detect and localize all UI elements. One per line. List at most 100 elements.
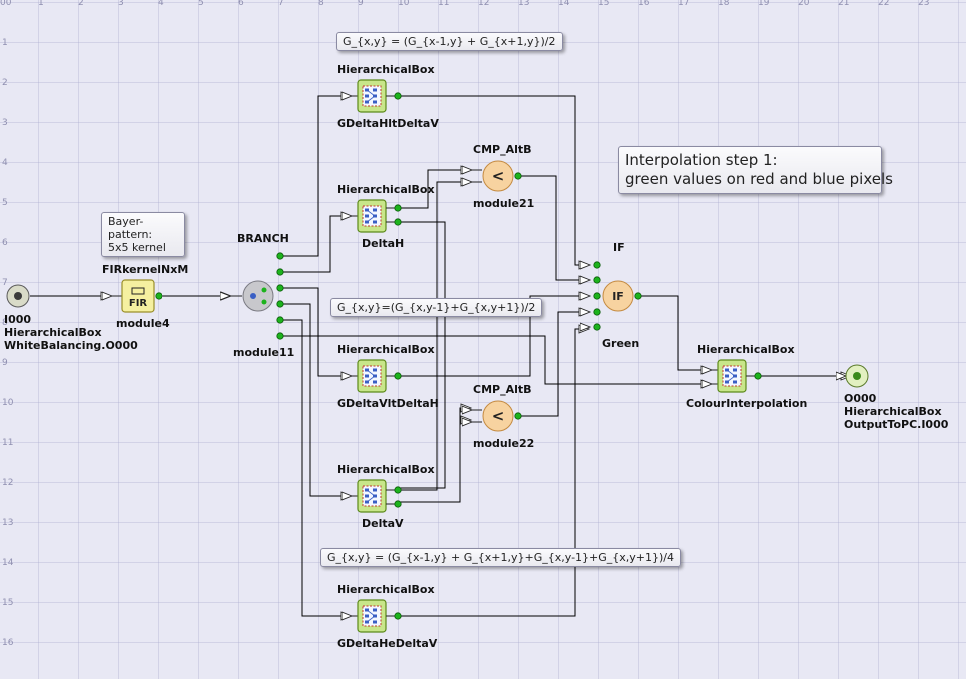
column-ruler-label: 18 bbox=[718, 0, 730, 8]
input-port-arrow bbox=[341, 371, 354, 381]
output-label: O000 HierarchicalBox OutputToPC.I000 bbox=[844, 392, 948, 431]
compare-symbol: < bbox=[492, 167, 505, 185]
bayer-note[interactable]: Bayer-pattern: 5x5 kernel bbox=[101, 212, 185, 257]
node-graphic: IF bbox=[579, 260, 642, 332]
fir-box-body bbox=[121, 279, 155, 313]
h3-name-label: GDeltaVltDeltaH bbox=[337, 397, 439, 410]
port bbox=[394, 612, 402, 620]
compare-symbol: < bbox=[492, 407, 505, 425]
input-port-arrow bbox=[701, 379, 714, 389]
row-ruler-label: 6 bbox=[2, 238, 8, 248]
formula-note-vertical[interactable]: G_{x,y}=(G_{x,y-1}+G_{x,y+1})/2 bbox=[330, 298, 543, 317]
title-note[interactable]: Interpolation step 1: green values on re… bbox=[618, 146, 893, 194]
compare-module21[interactable]: < bbox=[461, 158, 522, 194]
branch-body bbox=[242, 280, 274, 312]
column-ruler-label: 15 bbox=[598, 0, 610, 8]
column-ruler-label: 2 bbox=[78, 0, 84, 8]
row-ruler-label: 1 bbox=[2, 38, 8, 48]
column-ruler-label: 00 bbox=[0, 0, 12, 8]
fir-icon-text: FIR bbox=[129, 298, 148, 309]
compare-body bbox=[482, 160, 514, 192]
ci-type-label: HierarchicalBox bbox=[697, 343, 795, 356]
port bbox=[394, 500, 402, 508]
port bbox=[514, 412, 522, 420]
bayer-note-line1: Bayer-pattern: bbox=[108, 215, 153, 241]
node-graphic bbox=[701, 359, 762, 393]
node-graphic bbox=[341, 79, 402, 113]
input-terminal[interactable] bbox=[3, 281, 33, 311]
fir-module[interactable]: FIR bbox=[101, 278, 163, 314]
column-ruler-label: 8 bbox=[318, 0, 324, 8]
port bbox=[394, 372, 402, 380]
h4-type-label: HierarchicalBox bbox=[337, 463, 435, 476]
output-terminal[interactable] bbox=[835, 361, 870, 391]
row-ruler-label: 7 bbox=[2, 278, 8, 288]
column-ruler-label: 9 bbox=[358, 0, 364, 8]
input-port-arrow bbox=[579, 291, 592, 301]
node-graphic: FIR bbox=[101, 279, 163, 313]
hierarchical-box-gdeltahedeltav[interactable] bbox=[341, 598, 402, 634]
input-port-arrow bbox=[341, 611, 354, 621]
node-graphic bbox=[835, 364, 869, 388]
column-ruler-label: 11 bbox=[438, 0, 450, 8]
ci-name-label: ColourInterpolation bbox=[686, 397, 808, 410]
port bbox=[634, 292, 642, 300]
branch-module[interactable] bbox=[219, 250, 284, 350]
input-id: I000 bbox=[4, 313, 32, 326]
formula-note-average[interactable]: G_{x,y} = (G_{x-1,y} + G_{x+1,y}+G_{x,y-… bbox=[320, 548, 681, 567]
hierarchical-box-gdeltavltdeltah[interactable] bbox=[341, 358, 402, 394]
port bbox=[276, 316, 284, 324]
compare-module22[interactable]: < bbox=[461, 398, 522, 434]
row-ruler-label: 4 bbox=[2, 158, 8, 168]
h2-type-label: HierarchicalBox bbox=[337, 183, 435, 196]
input-port-arrow bbox=[461, 405, 474, 415]
output-type: HierarchicalBox bbox=[844, 405, 942, 418]
column-ruler-label: 23 bbox=[918, 0, 930, 8]
row-ruler-label: 5 bbox=[2, 198, 8, 208]
row-ruler-label: 2 bbox=[2, 78, 8, 88]
port bbox=[593, 308, 601, 316]
formula-note-horizontal[interactable]: G_{x,y} = (G_{x-1,y} + G_{x+1,y})/2 bbox=[336, 32, 563, 51]
input-name: WhiteBalancing.O000 bbox=[4, 339, 138, 352]
hierarchical-box-deltav[interactable] bbox=[341, 478, 402, 514]
hierarchical-box-gdeltahltdeltav[interactable] bbox=[341, 78, 402, 114]
title-note-line2: green values on red and blue pixels bbox=[625, 170, 893, 188]
input-port-arrow bbox=[701, 365, 714, 375]
h3-type-label: HierarchicalBox bbox=[337, 343, 435, 356]
input-port-arrow bbox=[579, 322, 592, 332]
column-ruler-label: 3 bbox=[118, 0, 124, 8]
wire bbox=[280, 215, 342, 273]
column-ruler-label: 22 bbox=[878, 0, 890, 8]
row-ruler-label: 9 bbox=[2, 358, 8, 368]
node-graphic bbox=[341, 199, 402, 233]
hierarchical-box-colourinterpolation[interactable] bbox=[701, 358, 762, 394]
column-ruler-label: 17 bbox=[678, 0, 690, 8]
if-module-green[interactable]: IF bbox=[579, 256, 644, 336]
wire bbox=[280, 335, 702, 385]
column-ruler-label: 20 bbox=[798, 0, 810, 8]
title-note-line1: Interpolation step 1: bbox=[625, 151, 778, 169]
if-name-label: Green bbox=[602, 337, 640, 350]
column-ruler-label: 14 bbox=[558, 0, 570, 8]
column-ruler-label: 4 bbox=[158, 0, 164, 8]
port bbox=[276, 284, 284, 292]
column-ruler-label: 13 bbox=[518, 0, 530, 8]
wire bbox=[518, 311, 580, 417]
port bbox=[276, 332, 284, 340]
wire bbox=[640, 295, 702, 371]
if-body bbox=[602, 280, 634, 312]
row-ruler-label: 8 bbox=[2, 318, 8, 328]
fir-type-label: FIRkernelNxM bbox=[102, 263, 189, 276]
port bbox=[593, 292, 601, 300]
hierarchical-box-deltah[interactable] bbox=[341, 198, 402, 234]
column-ruler-label: 5 bbox=[198, 0, 204, 8]
output-id: O000 bbox=[844, 392, 877, 405]
column-ruler-label: 19 bbox=[758, 0, 770, 8]
wire bbox=[400, 181, 462, 491]
wire bbox=[280, 319, 342, 617]
node-graphic bbox=[341, 599, 402, 633]
node-graphic bbox=[219, 252, 284, 340]
input-label: I000 HierarchicalBox WhiteBalancing.O000 bbox=[4, 313, 138, 352]
